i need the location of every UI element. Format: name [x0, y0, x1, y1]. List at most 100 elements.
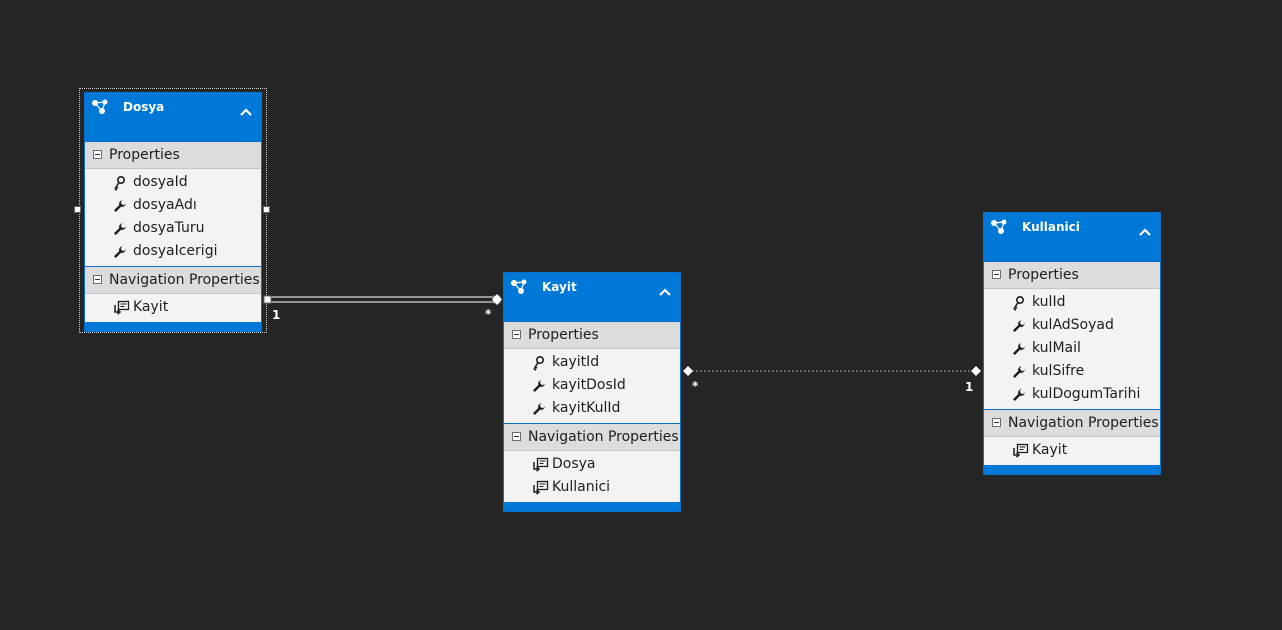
property-item-label: kulMail: [1032, 340, 1081, 356]
wrench-icon: [112, 198, 128, 214]
entity-footer: [85, 322, 261, 331]
navigation-property-item[interactable]: Kullanici: [504, 476, 680, 499]
section-label: Properties: [109, 147, 180, 163]
property-item[interactable]: dosyaTuru: [85, 217, 261, 240]
chevron-up-icon[interactable]: [658, 282, 672, 296]
navigation-property-item[interactable]: Kayit: [984, 439, 1160, 462]
collapse-toggle-icon[interactable]: [93, 275, 102, 284]
property-item-label: dosyaId: [133, 174, 188, 190]
property-item[interactable]: kulSifre: [984, 360, 1160, 383]
collapse-toggle-icon[interactable]: [512, 432, 521, 441]
entity-title: Kayit: [542, 280, 577, 294]
entity-footer: [984, 465, 1160, 474]
property-item-label: kayitDosId: [552, 377, 626, 393]
entity-icon: [90, 97, 112, 117]
property-item-label: dosyaTuru: [133, 220, 205, 236]
entity-header[interactable]: Kullanici: [984, 213, 1160, 261]
multiplicity-label: *: [485, 307, 492, 321]
wrench-icon: [112, 221, 128, 237]
wrench-icon: [531, 378, 547, 394]
property-item-label: kayitId: [552, 354, 600, 370]
multiplicity-label: *: [692, 379, 699, 393]
resize-handle-left[interactable]: [74, 206, 81, 213]
wrench-icon: [1011, 341, 1027, 357]
property-item-label: kayitKulId: [552, 400, 621, 416]
navigation-property-item-label: Dosya: [552, 456, 596, 472]
wrench-icon: [531, 401, 547, 417]
multiplicity-label: 1: [965, 380, 974, 394]
navigation-property-item-label: Kullanici: [552, 479, 611, 495]
navigation-properties-section-header[interactable]: Navigation Properties: [85, 266, 261, 294]
properties-section-items: dosyaId dosyaAdı dosyaTuru dosyaIcerigi: [85, 169, 261, 266]
property-item-label: kulDogumTarihi: [1032, 386, 1141, 402]
association-dosya-kayit[interactable]: [263, 294, 502, 305]
wrench-icon: [1011, 318, 1027, 334]
section-label: Properties: [1008, 267, 1079, 283]
navigation-properties-section-items: Kayit: [984, 437, 1160, 465]
navigation-property-item[interactable]: Kayit: [85, 296, 261, 319]
property-item[interactable]: dosyaId: [85, 171, 261, 194]
navigation-property-icon: [112, 300, 130, 316]
property-item-label: kulSifre: [1032, 363, 1085, 379]
navigation-property-item-label: Kayit: [133, 299, 169, 315]
wrench-icon: [112, 244, 128, 260]
properties-section-items: kulId kulAdSoyad kulMail kulSifre kulDogumTa…: [984, 289, 1160, 409]
property-item[interactable]: dosyaIcerigi: [85, 240, 261, 263]
properties-section-header[interactable]: Properties: [984, 261, 1160, 289]
section-label: Navigation Properties: [528, 429, 679, 445]
collapse-toggle-icon[interactable]: [93, 150, 102, 159]
chevron-up-icon[interactable]: [239, 102, 253, 116]
section-label: Properties: [528, 327, 599, 343]
key-icon: [1011, 295, 1027, 311]
property-item[interactable]: kayitId: [504, 351, 680, 374]
entity-icon: [989, 217, 1011, 237]
properties-section-items: kayitId kayitDosId kayitKulId: [504, 349, 680, 423]
association-end-diamond: [683, 366, 693, 376]
entity-icon: [509, 277, 531, 297]
line-handle[interactable]: [263, 295, 272, 304]
collapse-toggle-icon[interactable]: [992, 270, 1001, 279]
wrench-icon: [1011, 387, 1027, 403]
navigation-property-icon: [531, 457, 549, 473]
chevron-up-icon[interactable]: [1138, 222, 1152, 236]
navigation-properties-section-items: Kayit: [85, 294, 261, 322]
navigation-property-item[interactable]: Dosya: [504, 453, 680, 476]
property-item-label: kulId: [1032, 294, 1066, 310]
association-kayit-kullanici[interactable]: [683, 366, 981, 376]
entity-footer: [504, 502, 680, 511]
entity-title: Dosya: [123, 100, 165, 114]
navigation-property-icon: [531, 480, 549, 496]
navigation-property-item-label: Kayit: [1032, 442, 1068, 458]
property-item[interactable]: kulDogumTarihi: [984, 383, 1160, 406]
multiplicity-label: 1: [272, 308, 281, 322]
association-end-diamond: [492, 294, 502, 305]
entity-header[interactable]: Dosya: [85, 93, 261, 141]
property-item-label: dosyaIcerigi: [133, 243, 218, 259]
navigation-properties-section-header[interactable]: Navigation Properties: [984, 409, 1160, 437]
section-label: Navigation Properties: [1008, 415, 1159, 431]
wrench-icon: [1011, 364, 1027, 380]
property-item-label: dosyaAdı: [133, 197, 197, 213]
property-item[interactable]: kulMail: [984, 337, 1160, 360]
property-item[interactable]: kulId: [984, 291, 1160, 314]
property-item[interactable]: dosyaAdı: [85, 194, 261, 217]
entity-title: Kullanici: [1022, 220, 1080, 234]
properties-section-header[interactable]: Properties: [85, 141, 261, 169]
properties-section-header[interactable]: Properties: [504, 321, 680, 349]
collapse-toggle-icon[interactable]: [992, 418, 1001, 427]
navigation-property-icon: [1011, 443, 1029, 459]
navigation-properties-section-header[interactable]: Navigation Properties: [504, 423, 680, 451]
collapse-toggle-icon[interactable]: [512, 330, 521, 339]
property-item[interactable]: kayitKulId: [504, 397, 680, 420]
entity-header[interactable]: Kayit: [504, 273, 680, 321]
property-item-label: kulAdSoyad: [1032, 317, 1114, 333]
resize-handle-right[interactable]: [263, 206, 270, 213]
property-item[interactable]: kayitDosId: [504, 374, 680, 397]
property-item[interactable]: kulAdSoyad: [984, 314, 1160, 337]
